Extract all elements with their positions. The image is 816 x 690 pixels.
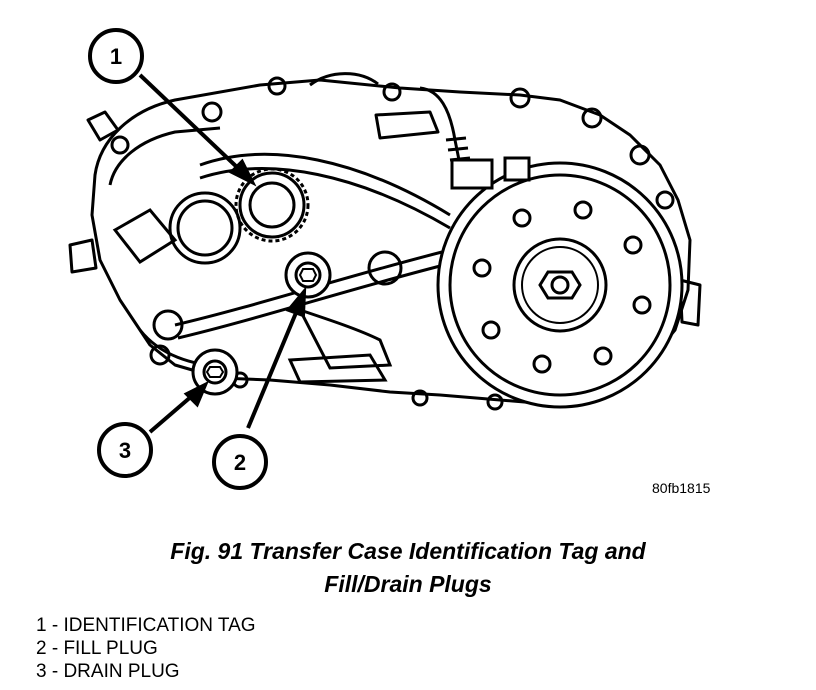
legend-item: 3 - DRAIN PLUG <box>36 661 180 682</box>
sensor-wire <box>419 86 531 190</box>
caption-line-1: Fig. 91 Transfer Case Identification Tag… <box>170 538 646 564</box>
svg-text:1: 1 <box>110 44 122 69</box>
identification-tag <box>234 167 310 243</box>
legend-item: 2 - FILL PLUG <box>36 638 158 659</box>
callout-1: 1 <box>88 28 144 84</box>
svg-text:3: 3 <box>119 438 131 463</box>
drain-plug <box>191 348 239 396</box>
callout-3: 3 <box>97 422 153 478</box>
fill-plug <box>284 251 332 299</box>
callout-2: 2 <box>212 434 268 490</box>
svg-text:2: 2 <box>234 450 246 475</box>
figure-reference-code: 80fb1815 <box>652 480 711 496</box>
legend-item: 1 - IDENTIFICATION TAG <box>36 615 256 636</box>
figure-caption: Fig. 91 Transfer Case Identification Tag… <box>0 535 816 601</box>
legend: 1 - IDENTIFICATION TAG 2 - FILL PLUG 3 -… <box>36 614 256 683</box>
caption-line-2: Fill/Drain Plugs <box>324 571 492 597</box>
leader-lines <box>138 73 307 434</box>
transfer-case-illustration: 1 2 3 <box>68 28 702 490</box>
output-flange <box>436 161 684 409</box>
